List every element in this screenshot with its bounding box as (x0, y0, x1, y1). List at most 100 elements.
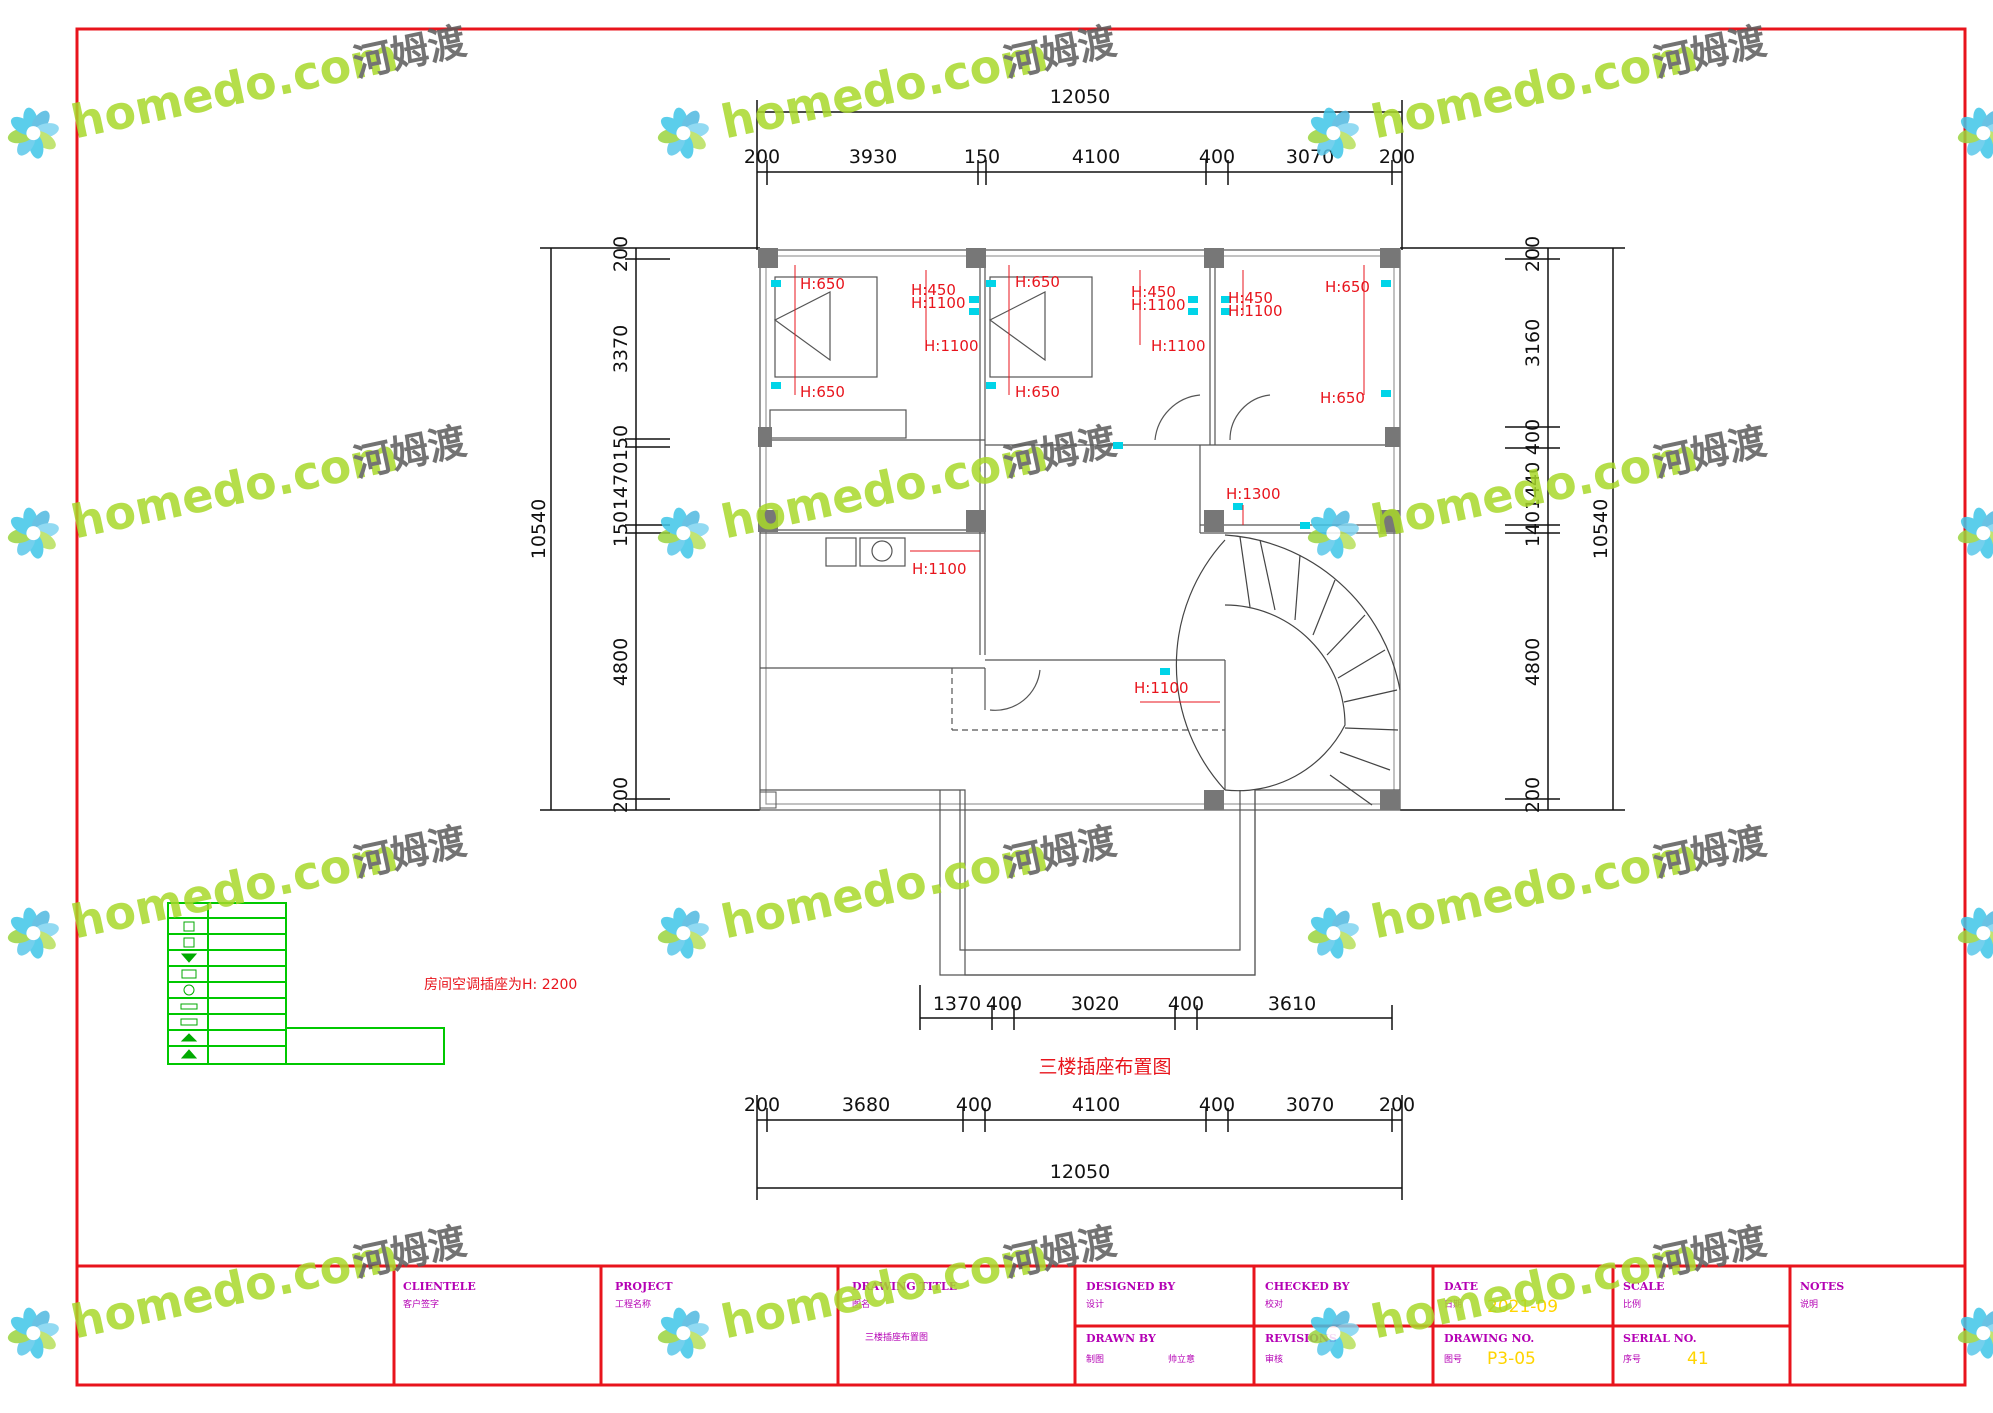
flower-logo-icon (1307, 107, 1359, 159)
bottom-lower-dim-3: 400 (956, 1094, 992, 1116)
left-dim-3: 150 (610, 425, 632, 461)
top-dim-4: 4100 (1072, 146, 1120, 168)
bottom-upper-dim-2: 400 (986, 993, 1022, 1015)
right-dim-3: 400 (1522, 419, 1544, 455)
socket-symbols (771, 280, 1391, 675)
bottom-lower-dim-2: 3680 (842, 1094, 890, 1116)
top-total-dim: 12050 (1050, 86, 1110, 108)
bottom-lower-dim-4: 4100 (1072, 1094, 1120, 1116)
flower-logo-icon (1957, 507, 1993, 559)
right-dim-7: 200 (1522, 777, 1544, 813)
tb-serial-no-sub: 序号 (1623, 1353, 1641, 1365)
right-dim-1: 200 (1522, 236, 1544, 272)
drawing-frame (75, 27, 1967, 1387)
socket-lines (794, 265, 1365, 703)
tb-clientele-label: CLIENTELE (403, 1280, 476, 1293)
left-dim-4: 1470 (610, 462, 632, 510)
left-dim-7: 200 (610, 777, 632, 813)
right-dim-4: 1440 (1522, 462, 1544, 510)
tb-drawing-title-label: DRAWING TITLE (852, 1280, 957, 1293)
watermark-cn: 河姆渡 (999, 819, 1120, 886)
tb-date-sub: 日期 (1444, 1299, 1462, 1310)
tb-project-label: PROJECT (615, 1280, 673, 1293)
watermark-cn: 河姆渡 (349, 1219, 470, 1286)
flower-logo-icon (657, 507, 709, 559)
bottom-lower-dim-1: 200 (744, 1094, 780, 1116)
socket-height-1: H:650 (800, 275, 845, 293)
tb-clientele-sub: 客户签字 (403, 1298, 439, 1310)
plan-title: 三楼插座布置图 (1038, 1056, 1171, 1078)
top-dim-3: 150 (964, 146, 1000, 168)
structural-columns (758, 248, 1400, 810)
left-dim-1: 200 (610, 236, 632, 272)
left-dimensions (540, 247, 760, 811)
bottom-upper-dim-5: 3610 (1268, 993, 1316, 1015)
tb-drawn-by-sub: 制图 (1086, 1353, 1104, 1365)
tb-checked-by-sub: 校对 (1265, 1298, 1283, 1310)
socket-height-17: H:1100 (1134, 679, 1189, 697)
tb-serial-no-label: SERIAL NO. (1623, 1332, 1697, 1345)
flower-logo-icon (7, 507, 59, 559)
tb-designed-by-label: DESIGNED BY (1086, 1280, 1175, 1293)
left-dim-2: 3370 (610, 325, 632, 373)
top-dimensions (756, 100, 1403, 250)
flower-logo-icon (1307, 507, 1359, 559)
tb-scale-label: SCALE (1623, 1280, 1664, 1293)
socket-height-16: H:1100 (912, 560, 967, 578)
title-block (77, 1264, 1965, 1385)
left-total-dim: 10540 (528, 499, 550, 559)
flower-logo-icon (657, 107, 709, 159)
right-dim-6: 4800 (1522, 638, 1544, 686)
watermark-cn: 河姆渡 (1649, 419, 1770, 486)
tb-project-sub: 工程名称 (615, 1298, 651, 1310)
socket-height-8: H:450 (1131, 283, 1176, 301)
socket-height-4: H:1100 (911, 294, 966, 312)
tb-checked-by-label: CHECKED BY (1265, 1280, 1350, 1293)
tb-designed-by-sub: 设计 (1086, 1298, 1104, 1310)
right-total-dim: 10540 (1590, 499, 1612, 559)
watermark-cn: 河姆渡 (999, 419, 1120, 486)
flower-logo-icon (1307, 1307, 1359, 1359)
flower-logo-icon (7, 107, 59, 159)
spiral-staircase (1175, 534, 1401, 806)
bottom-lower-dim-6: 3070 (1286, 1094, 1334, 1116)
tb-drawn-by-value: 帅立意 (1168, 1353, 1195, 1365)
tb-drawing-no-label: DRAWING NO. (1444, 1332, 1534, 1345)
socket-height-6: H:650 (1015, 273, 1060, 291)
watermark-cn: 河姆渡 (999, 1219, 1120, 1286)
tb-date-value: 2021-09 (1487, 1297, 1558, 1317)
socket-height-5: H:1100 (924, 337, 979, 355)
bottom-upper-dim-3: 3020 (1071, 993, 1119, 1015)
tb-drawing-title-value: 三楼插座布置图 (865, 1331, 928, 1343)
bottom-upper-dim-4: 400 (1168, 993, 1204, 1015)
socket-height-15: H:1300 (1226, 485, 1281, 503)
legend-symbols (180, 921, 198, 1059)
tb-drawn-by-label: DRAWN BY (1086, 1332, 1156, 1345)
flower-logo-icon (1957, 907, 1993, 959)
watermark-cn: 河姆渡 (349, 419, 470, 486)
bottom-upper-dim-1: 1370 (933, 993, 981, 1015)
flower-logo-icon (1957, 107, 1993, 159)
tb-scale-sub: 比例 (1623, 1298, 1641, 1310)
socket-height-13: H:650 (1325, 278, 1370, 296)
left-dim-6: 4800 (610, 638, 632, 686)
watermark-cn: 河姆渡 (1649, 819, 1770, 886)
bottom-dimensions (756, 985, 1403, 1200)
flower-logo-icon (7, 1307, 59, 1359)
tb-notes-label: NOTES (1800, 1280, 1844, 1293)
top-dim-1: 200 (744, 146, 780, 168)
tb-date-label: DATE (1444, 1280, 1478, 1293)
top-dim-5: 400 (1199, 146, 1235, 168)
tb-revisions-sub: 审核 (1265, 1353, 1283, 1365)
flower-logo-icon (1957, 1307, 1993, 1359)
